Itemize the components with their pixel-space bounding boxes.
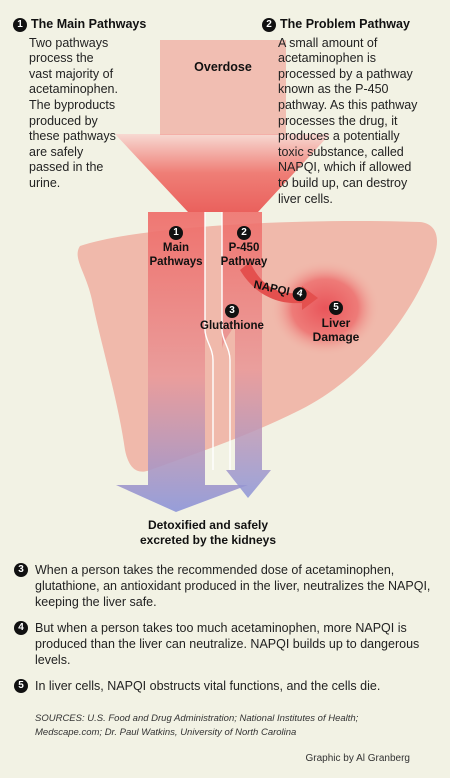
notes-list: 3 When a person takes the recommended do…: [14, 562, 438, 694]
label-line: P-450: [228, 242, 260, 254]
text-line: known as the P-450: [278, 82, 389, 97]
text-line: to build up, can destroy: [278, 176, 408, 191]
step-number: 4: [14, 621, 28, 635]
step-number: 2: [237, 226, 251, 240]
step-number: 1: [169, 226, 183, 240]
text-line: vast majority of: [29, 66, 114, 81]
section-body: Two pathways process the vast majority o…: [29, 36, 163, 192]
p450-pathway-label: 2 P-450 Pathway: [214, 226, 274, 269]
text-line: passed in the: [29, 160, 104, 175]
section-body: A small amount of acetaminophen is proce…: [278, 36, 447, 208]
label-line: excreted by the kidneys: [139, 533, 277, 547]
step-number: 4: [291, 285, 308, 303]
label-line: Liver: [321, 316, 351, 331]
text-line: processes the drug, it: [278, 113, 398, 128]
main-pathway-arrow: [116, 212, 248, 512]
graphic-credit: Graphic by Al Granberg: [305, 753, 411, 764]
section-heading: 1 The Main Pathways: [13, 17, 163, 32]
text-line: liver cells.: [278, 191, 333, 206]
note-item: 4 But when a person takes too much aceta…: [14, 620, 438, 668]
note-text: When a person takes the recommended dose…: [35, 563, 431, 609]
text-line: urine.: [29, 176, 61, 191]
section-problem-pathway: 2 The Problem Pathway A small amount of a…: [262, 17, 447, 207]
text-line: are safely: [29, 144, 84, 159]
step-number: 5: [14, 679, 28, 693]
label-line: Pathways: [149, 256, 203, 268]
text-line: produces a potentially: [278, 129, 400, 144]
section-title: The Problem Pathway: [280, 17, 410, 31]
step-number: 3: [225, 304, 239, 318]
step-number: 2: [262, 17, 276, 32]
note-item: 5 In liver cells, NAPQI obstructs vital …: [14, 678, 438, 694]
label-line: Pathway: [220, 256, 268, 268]
section-title: The Main Pathways: [31, 17, 147, 31]
main-pathways-label: 1 Main Pathways: [146, 226, 206, 269]
label-line: Main: [162, 242, 190, 254]
step-number: 3: [14, 563, 28, 577]
note-text: But when a person takes too much acetami…: [35, 621, 420, 667]
overdose-label: Overdose: [194, 60, 252, 74]
liver-damage-label: 5 Liver Damage: [306, 301, 366, 344]
text-line: A small amount of: [278, 35, 378, 50]
step-number: 5: [329, 301, 343, 316]
text-line: acetaminophen.: [29, 82, 118, 97]
section-heading: 2 The Problem Pathway: [262, 17, 447, 32]
label-line: Damage: [312, 330, 360, 345]
note-item: 3 When a person takes the recommended do…: [14, 562, 438, 610]
text-line: NAPQI, which if allowed: [278, 160, 412, 175]
pathway-diagram: [77, 40, 437, 512]
liver-damage-spot: [270, 260, 380, 356]
pathway-outline-2: [221, 212, 231, 470]
text-line: produced by: [29, 113, 98, 128]
overdose-funnel: [115, 134, 330, 212]
text-line: processed by a pathway: [278, 66, 413, 81]
pathway-outline: [204, 212, 214, 470]
text-line: acetaminophen is: [278, 51, 376, 66]
text-line: process the: [29, 51, 94, 66]
text-line: pathway. As this pathway: [278, 98, 418, 113]
step-number: 1: [13, 17, 27, 32]
text-line: The byproducts: [29, 98, 116, 113]
label-line: Glutathione: [200, 320, 264, 332]
text-line: Two pathways: [29, 35, 109, 50]
text-line: toxic substance, called: [278, 144, 404, 159]
note-text: In liver cells, NAPQI obstructs vital fu…: [35, 679, 381, 693]
overdose-shaft: [160, 40, 286, 135]
glutathione-label: 3 Glutathione: [192, 304, 272, 333]
label-line: Detoxified and safely: [147, 518, 269, 532]
sources-text: SOURCES: U.S. Food and Drug Administrati…: [35, 713, 359, 738]
section-main-pathways: 1 The Main Pathways Two pathways process …: [13, 17, 163, 192]
outcome-label: Detoxified and safely excreted by the ki…: [110, 518, 306, 548]
text-line: these pathways: [29, 129, 116, 144]
